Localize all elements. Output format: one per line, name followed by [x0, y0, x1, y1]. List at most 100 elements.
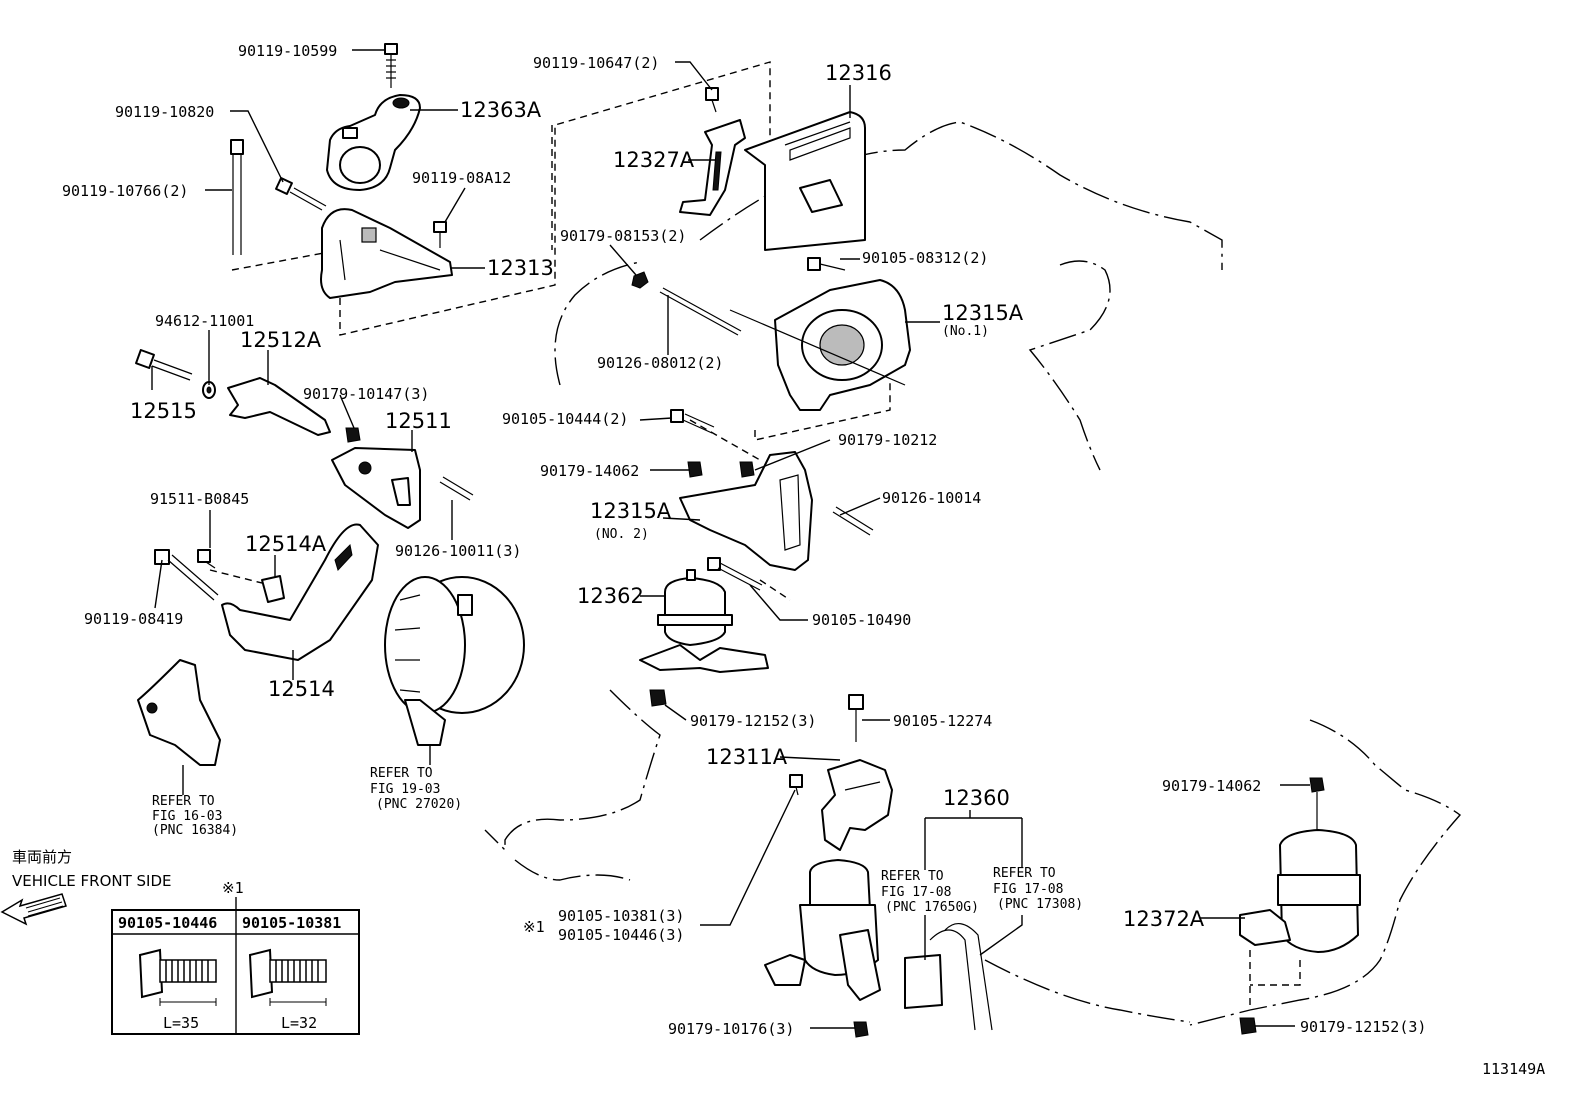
nut-90179-12152-b-icon — [1239, 1017, 1257, 1035]
part-labels: 90119-10599 12363A 90119-10820 90119-107… — [62, 42, 1426, 1038]
stud-90126-10014-icon — [832, 506, 874, 536]
nut-90179-08153-icon — [631, 271, 649, 289]
label-94612-11001: 94612-11001 — [155, 312, 254, 330]
bolt-table-col2-length: L=32 — [281, 1014, 317, 1032]
nut-90179-14062-a-icon — [687, 461, 703, 478]
label-12362: 12362 — [577, 584, 644, 608]
bracket-12514-icon — [221, 523, 379, 661]
bolt-table-col1-header: 90105-10446 — [118, 914, 217, 932]
assembly-boxes — [209, 61, 1301, 1010]
label-90179-10176: 90179-10176(3) — [668, 1020, 794, 1038]
vsv-icon — [904, 923, 993, 1031]
note-bolts-1: 90105-10381(3) — [558, 907, 684, 925]
label-no2: (NO. 2) — [594, 527, 649, 542]
label-12363A: 12363A — [460, 98, 542, 122]
bolt-90119-10820-icon — [275, 177, 327, 211]
bracket-12512A-icon — [227, 377, 331, 436]
ref-19-03-line2: FIG 19-03 — [370, 782, 440, 797]
ref-17-08-b-line2: FIG 17-08 — [993, 882, 1063, 897]
ref-19-03: REFER TO FIG 19-03 (PNC 27020) — [370, 766, 462, 812]
label-90179-10212: 90179-10212 — [838, 431, 937, 449]
label-90119-10766: 90119-10766(2) — [62, 182, 188, 200]
label-12315A-no2: 12315A — [590, 499, 672, 523]
label-12511: 12511 — [385, 409, 452, 433]
mount-12372A-icon — [1239, 829, 1361, 953]
ref-16-03: REFER TO FIG 16-03 (PNC 16384) — [152, 794, 238, 838]
note-mark: ※1 — [523, 918, 545, 936]
bolt-90105-08312-icon — [807, 257, 846, 271]
note-bolts-2: 90105-10446(3) — [558, 926, 684, 944]
ref-17-08-b-line1: REFER TO — [993, 866, 1056, 881]
bracket-16-03-icon — [137, 659, 221, 766]
ref-19-03-line1: REFER TO — [370, 766, 433, 781]
bolt-90119-08419-icon — [154, 549, 219, 601]
nut-90179-10176-icon — [853, 1021, 869, 1038]
direction-en: VEHICLE FRONT SIDE — [12, 872, 172, 890]
bolt-90105-12274-icon — [848, 694, 864, 742]
direction-jp: 車両前方 — [12, 848, 72, 866]
bolt-90105-10444-icon — [670, 409, 715, 434]
table-mark: ※1 — [222, 879, 244, 897]
bracket-12313-icon — [320, 208, 453, 299]
bolt-table-col1-length: L=35 — [163, 1014, 199, 1032]
front-arrow-icon — [0, 893, 67, 926]
label-90105-12274: 90105-12274 — [893, 712, 992, 730]
bolt-90105-10381-icon — [789, 774, 803, 796]
label-90105-08312: 90105-08312(2) — [862, 249, 988, 267]
stud-90126-10011-icon — [439, 476, 474, 501]
nut-90179-10212-icon — [739, 461, 755, 478]
label-no1: (No.1) — [942, 324, 989, 339]
ref-17-08-a-line1: REFER TO — [881, 869, 944, 884]
label-90126-10014: 90126-10014 — [882, 489, 981, 507]
bolt-91511-B0845-icon — [197, 549, 216, 569]
leader-lines — [151, 49, 1310, 1029]
label-90126-08012: 90126-08012(2) — [597, 354, 723, 372]
bolt-90119-10647-icon — [705, 87, 719, 113]
label-12372A: 12372A — [1123, 907, 1205, 931]
ref-16-03-line1: REFER TO — [152, 794, 215, 809]
ref-17-08-a-line2: FIG 17-08 — [881, 885, 951, 900]
nut-90179-14062-b-icon — [1309, 777, 1325, 830]
bracket-12315A-no2-icon — [679, 451, 813, 571]
label-12512A: 12512A — [240, 328, 322, 352]
bolt-table-col2-header: 90105-10381 — [242, 914, 341, 932]
label-12315A-no1: 12315A — [942, 301, 1024, 325]
bracket-12311A-icon — [821, 759, 893, 851]
label-90119-10820: 90119-10820 — [115, 103, 214, 121]
vehicle-front-indicator: 車両前方 VEHICLE FRONT SIDE — [0, 848, 172, 926]
label-12514A: 12514A — [245, 532, 327, 556]
label-12316: 12316 — [825, 61, 892, 85]
bracket-12315A-no1-icon — [729, 279, 911, 411]
ref-17-08-b-line3: (PNC 17308) — [997, 897, 1083, 912]
torque-rod-12363A-icon — [326, 94, 421, 191]
ref-16-03-line2: FIG 16-03 — [152, 809, 222, 824]
plate-12316-icon — [744, 111, 866, 251]
label-12311A: 12311A — [706, 745, 788, 769]
bolt-90119-10599-icon — [384, 43, 398, 88]
bolt-90105-10490-icon — [707, 557, 763, 591]
bolt-l35-icon — [138, 948, 217, 1006]
nut-90179-12152-a-icon — [649, 689, 667, 707]
bracket-12511-icon — [331, 447, 421, 529]
label-12360: 12360 — [943, 786, 1010, 810]
mount-12360-icon — [764, 859, 881, 1001]
bolt-l32-icon — [248, 948, 327, 1006]
label-90119-08A12: 90119-08A12 — [412, 169, 511, 187]
label-90179-10147: 90179-10147(3) — [303, 385, 429, 403]
label-90105-10444: 90105-10444(2) — [502, 410, 628, 428]
label-90119-10599: 90119-10599 — [238, 42, 337, 60]
label-12327A: 12327A — [613, 148, 695, 172]
bolt-12515-icon — [135, 349, 193, 381]
nut-90179-10147-icon — [345, 427, 361, 443]
spacer-12514A-icon — [261, 575, 285, 603]
label-90126-10011: 90126-10011(3) — [395, 542, 521, 560]
label-90179-14062-a: 90179-14062 — [540, 462, 639, 480]
mount-12362-icon — [639, 569, 769, 673]
label-90179-12152-b: 90179-12152(3) — [1300, 1018, 1426, 1036]
label-12515: 12515 — [130, 399, 197, 423]
ref-17-08-a: REFER TO FIG 17-08 (PNC 17650G) — [881, 869, 979, 915]
bracket-12327A-icon — [679, 119, 746, 216]
label-90179-12152-a: 90179-12152(3) — [690, 712, 816, 730]
ref-16-03-line3: (PNC 16384) — [152, 823, 238, 838]
